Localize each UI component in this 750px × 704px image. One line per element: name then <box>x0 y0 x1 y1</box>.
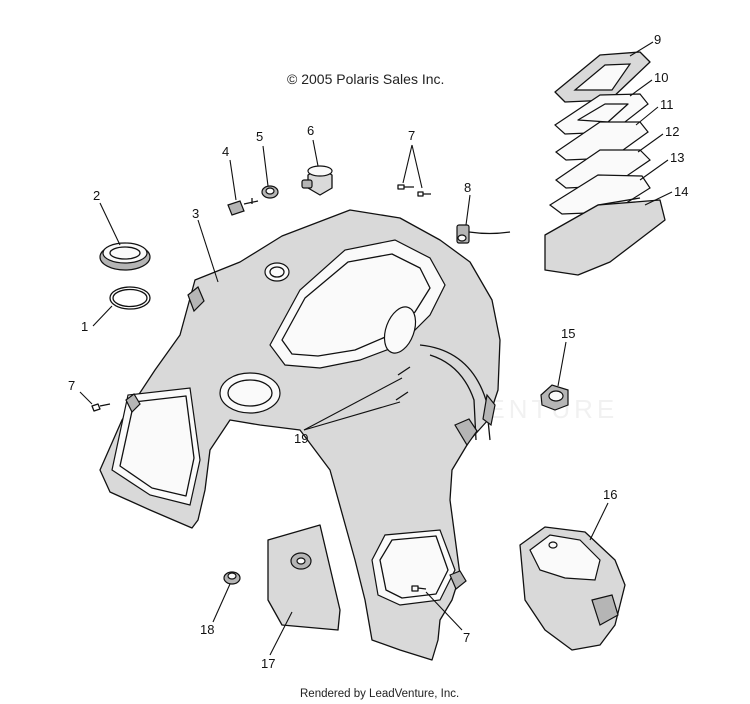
callout-7-bottom[interactable]: 7 <box>463 630 470 645</box>
callout-2[interactable]: 2 <box>93 188 100 203</box>
callout-19[interactable]: 19 <box>294 431 308 446</box>
callout-7-top[interactable]: 7 <box>408 128 415 143</box>
ignition-nut-part-5[interactable] <box>261 185 279 199</box>
screw-part-7-left[interactable] <box>91 403 111 412</box>
screw-part-7-top[interactable] <box>397 184 431 197</box>
copyright-text: © 2005 Polaris Sales Inc. <box>287 71 444 87</box>
callout-7-left[interactable]: 7 <box>68 378 75 393</box>
callout-13[interactable]: 13 <box>670 150 684 165</box>
visor-part-9[interactable] <box>554 51 651 103</box>
callout-9[interactable]: 9 <box>654 32 661 47</box>
access-panel-part-17[interactable] <box>267 524 341 631</box>
o-ring-part-1[interactable] <box>109 286 151 310</box>
callout-17[interactable]: 17 <box>261 656 275 671</box>
bracket-part-15[interactable] <box>540 384 569 411</box>
callout-6[interactable]: 6 <box>307 123 314 138</box>
plug-part-18[interactable] <box>223 571 241 585</box>
trim-part-13[interactable] <box>548 174 651 215</box>
trim-part-12[interactable] <box>554 149 651 189</box>
callout-5[interactable]: 5 <box>256 129 263 144</box>
footer-text: Rendered by LeadVenture, Inc. <box>300 688 459 700</box>
callout-1[interactable]: 1 <box>81 319 88 334</box>
callout-8[interactable]: 8 <box>464 180 471 195</box>
callout-3[interactable]: 3 <box>192 206 199 221</box>
screw-part-7-bottom[interactable] <box>411 585 427 592</box>
callout-18[interactable]: 18 <box>200 622 214 637</box>
hood-panel-part-3[interactable] <box>99 209 501 661</box>
callout-12[interactable]: 12 <box>665 124 679 139</box>
leader-lines <box>79 41 673 656</box>
callout-numbers: 1 2 3 4 5 6 7 7 7 8 9 10 11 12 13 14 15 … <box>68 32 688 671</box>
switch-part-8[interactable] <box>456 224 511 244</box>
ignition-switch-part-6[interactable] <box>301 165 333 196</box>
trim-part-11[interactable] <box>554 121 649 161</box>
gauge-bezel-part-2[interactable] <box>99 242 151 271</box>
trim-part-10[interactable] <box>554 93 649 135</box>
callout-14[interactable]: 14 <box>674 184 688 199</box>
callout-11[interactable]: 11 <box>660 97 674 112</box>
callout-15[interactable]: 15 <box>561 326 575 341</box>
windshield-part-14[interactable] <box>544 197 666 276</box>
key-part-4[interactable] <box>227 198 259 216</box>
headlight-housing-part-16[interactable] <box>519 526 626 651</box>
callout-16[interactable]: 16 <box>603 487 617 502</box>
callout-4[interactable]: 4 <box>222 144 229 159</box>
callout-10[interactable]: 10 <box>654 70 668 85</box>
